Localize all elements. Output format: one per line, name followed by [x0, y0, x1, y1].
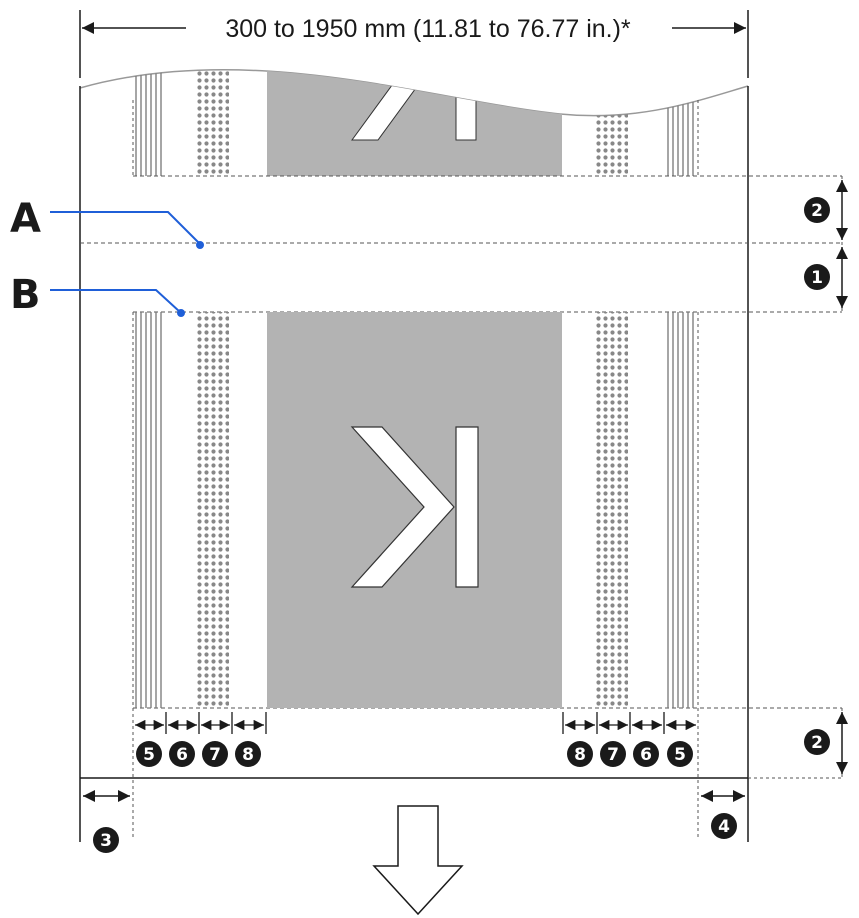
prev-right-lines: [667, 69, 694, 176]
svg-text:5: 5: [143, 745, 155, 765]
down-arrow-icon: [372, 805, 464, 916]
badge-4: 4: [711, 813, 737, 839]
badge-8-right: 8: [567, 741, 593, 767]
badge-3: 3: [93, 827, 119, 853]
main-gray-block: [267, 312, 562, 708]
svg-text:1: 1: [811, 268, 823, 288]
svg-text:2: 2: [811, 201, 823, 221]
prev-left-lines: [135, 69, 162, 176]
svg-text:5: 5: [674, 745, 686, 765]
svg-text:2: 2: [811, 733, 823, 753]
mirrored-k-letter: [350, 426, 479, 588]
badge-8-left: 8: [235, 741, 261, 767]
svg-text:7: 7: [209, 745, 221, 765]
label-b: B: [10, 272, 41, 318]
svg-text:7: 7: [607, 745, 619, 765]
badge-1: 1: [804, 264, 830, 290]
svg-text:6: 6: [640, 745, 652, 765]
width-label: 300 to 1950 mm (11.81 to 76.77 in.)*: [225, 15, 631, 43]
prev-left-dots: [197, 69, 229, 176]
badge-7-right: 7: [600, 741, 626, 767]
main-left-lines: [135, 312, 162, 708]
reference-lines: [80, 175, 843, 779]
badge-6-left: 6: [169, 741, 195, 767]
badge-2-bottom: 2: [804, 729, 830, 755]
previous-print-pattern: [135, 69, 694, 176]
badge-7-left: 7: [202, 741, 228, 767]
label-b-callout: B: [10, 272, 185, 318]
prev-pattern-guides: [132, 100, 699, 176]
width-dimension: 300 to 1950 mm (11.81 to 76.77 in.)*: [79, 10, 749, 78]
svg-text:4: 4: [718, 817, 730, 837]
label-a: A: [10, 196, 41, 242]
main-right-lines: [667, 312, 694, 708]
column-width-markers: [135, 712, 696, 734]
side-margin-arrows: [79, 778, 749, 842]
svg-text:3: 3: [100, 831, 112, 851]
main-print-pattern: [132, 312, 699, 840]
badge-5-left: 5: [136, 741, 162, 767]
badge-6-right: 6: [633, 741, 659, 767]
badge-5-right: 5: [667, 741, 693, 767]
main-left-dots: [197, 312, 229, 708]
svg-text:8: 8: [242, 745, 254, 765]
main-right-dots: [596, 312, 628, 708]
svg-text:8: 8: [574, 745, 586, 765]
svg-text:6: 6: [176, 745, 188, 765]
prev-right-dots: [596, 69, 628, 176]
label-a-callout: A: [10, 196, 204, 249]
badge-2-top: 2: [804, 197, 830, 223]
